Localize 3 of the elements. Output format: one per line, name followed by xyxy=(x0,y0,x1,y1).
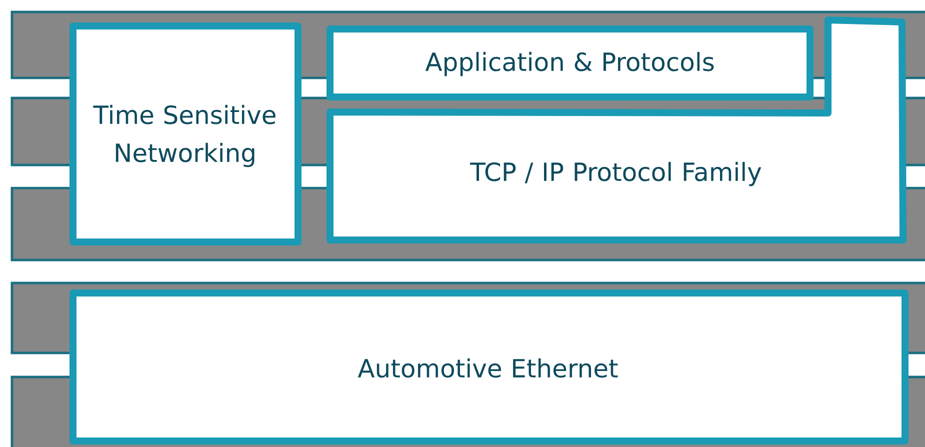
layer-box: Automotive Ethernet xyxy=(70,290,908,444)
layer-box: Time Sensitive Networking xyxy=(70,22,302,246)
layer-box: Application & Protocols xyxy=(326,26,814,100)
